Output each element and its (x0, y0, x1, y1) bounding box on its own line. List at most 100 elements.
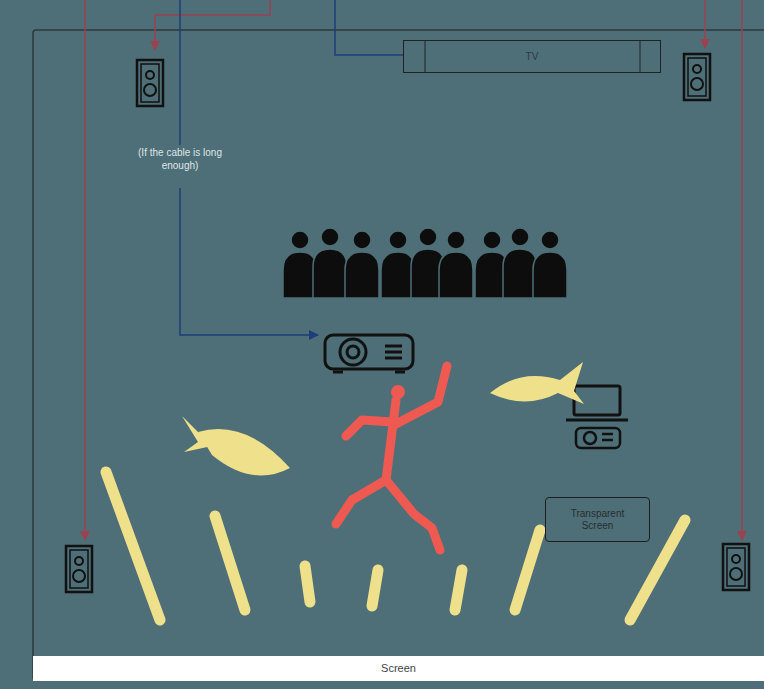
person-head (291, 231, 309, 249)
node-text-group: TV (526, 51, 539, 63)
person-body (503, 249, 537, 298)
audience (283, 228, 567, 298)
person-body (381, 252, 415, 298)
dancer-head (394, 388, 402, 396)
projector-lens (584, 432, 596, 444)
person-body (345, 252, 379, 298)
dancer-arm (394, 366, 447, 425)
node-text-group: Transparent Screen (563, 508, 633, 532)
projector-vent (385, 345, 402, 348)
projector-symbol (325, 335, 413, 372)
speaker-tweeter (732, 555, 740, 563)
person-symbol (313, 228, 347, 298)
light-beams (106, 472, 685, 620)
laptop-base (566, 419, 628, 422)
speaker-inner (70, 550, 88, 588)
cable-note: (If the cable is long enough) (125, 147, 235, 172)
person-head (447, 231, 465, 249)
speaker-wire (741, 0, 743, 540)
fish-body (198, 429, 290, 476)
speaker-body (66, 546, 92, 592)
light-beam (455, 570, 462, 610)
light-beam (106, 472, 160, 620)
speaker-woofer (144, 84, 156, 96)
speaker-wires (85, 0, 742, 540)
person-symbol (283, 231, 317, 298)
room-outline (33, 30, 764, 680)
speaker-inner (727, 548, 745, 586)
node-text-group: Screen (381, 662, 416, 675)
tv-box: TV (403, 40, 661, 73)
speaker-body (684, 54, 710, 100)
projector-foot (395, 371, 405, 374)
speaker-body (137, 60, 163, 106)
speaker-tweeter (146, 71, 154, 79)
person-head (483, 231, 501, 249)
light-beam (515, 530, 540, 610)
video-cable (179, 0, 181, 145)
speaker-symbol (66, 546, 92, 592)
person-head (511, 228, 529, 246)
speaker-tweeter (75, 557, 83, 565)
fish-tail (182, 416, 212, 452)
person-head (541, 231, 559, 249)
person-symbol (345, 231, 379, 298)
speaker-symbol (684, 54, 710, 100)
speaker-woofer (73, 570, 85, 582)
person-symbol (533, 231, 567, 298)
speaker-woofer (691, 78, 703, 90)
projector-vent (602, 433, 613, 436)
person-body (533, 252, 567, 298)
fish-projection (182, 416, 290, 476)
speaker-woofer (730, 568, 742, 580)
dancer-torso (386, 400, 396, 480)
person-symbol (381, 231, 415, 298)
node-text: Screen (381, 662, 416, 675)
projector-lens (340, 339, 366, 365)
light-beam (372, 570, 378, 606)
speaker-inner (688, 58, 706, 96)
fish-projection (490, 362, 584, 404)
projector-vent (602, 439, 613, 442)
speaker-body (723, 544, 749, 590)
laptop-symbol (566, 386, 628, 420)
tv-divider (425, 40, 426, 73)
projector-symbol (576, 428, 620, 448)
dancer-leg (386, 480, 440, 550)
person-head (389, 231, 407, 249)
video-cables (180, 0, 403, 335)
tv-divider (640, 40, 641, 73)
person-body (283, 252, 317, 298)
speaker-wire (84, 0, 86, 540)
light-beam (215, 516, 245, 610)
projector-foot (333, 371, 343, 374)
tv-detail (425, 40, 640, 73)
transparent-screen-box: Transparent Screen (545, 497, 650, 542)
node-text: TV (526, 51, 539, 63)
projector-body (325, 335, 413, 369)
speaker-inner (141, 64, 159, 102)
person-head (353, 231, 371, 249)
projector-vent (385, 357, 402, 360)
person-head (419, 228, 437, 246)
projector-lens-inner (347, 346, 359, 358)
person-body (439, 252, 473, 298)
dancer-leg (336, 480, 386, 524)
speaker-wire (704, 0, 706, 48)
screen-band: Screen (33, 656, 764, 681)
person-body (313, 249, 347, 298)
speaker-symbol (137, 60, 163, 106)
node-text: Transparent Screen (563, 508, 633, 532)
video-cable (180, 188, 318, 335)
projector-body (576, 428, 620, 448)
fish-body (490, 362, 584, 404)
person-head (321, 228, 339, 246)
light-beam (630, 520, 685, 620)
dancer-arm (346, 420, 393, 436)
light-beam (305, 566, 310, 602)
video-cable (335, 0, 403, 55)
person-symbol (439, 231, 473, 298)
